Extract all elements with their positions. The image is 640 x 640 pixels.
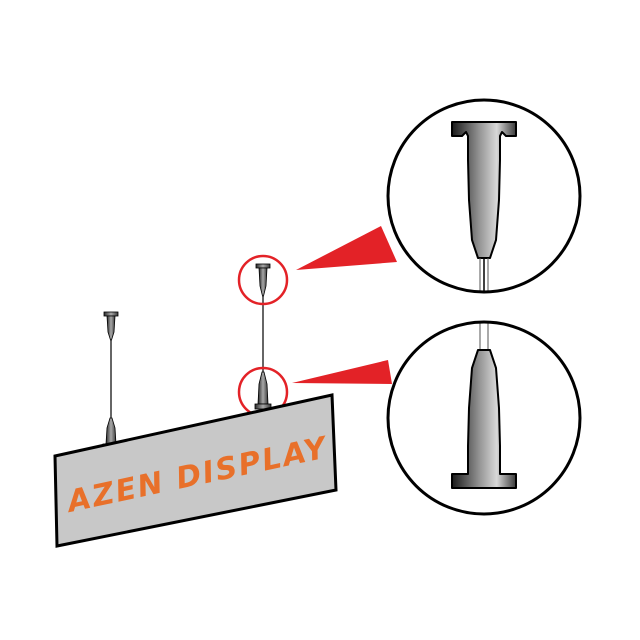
right-ceiling-gripper-icon [255, 263, 271, 297]
callout-beam-bottom [292, 360, 392, 384]
left-ceiling-gripper-icon [103, 311, 119, 341]
zoom-lens-top [386, 98, 582, 294]
left-cable-assembly [102, 311, 120, 449]
highlight-circle-top [237, 254, 289, 306]
right-sign-gripper-icon [254, 371, 272, 410]
sign-panel: AZEN DISPLAY [53, 393, 338, 548]
sign-gripper-icon [451, 322, 517, 489]
right-cable-assembly [254, 263, 272, 410]
zoom-lens-bottom [386, 320, 582, 516]
callout-beam-top [296, 226, 397, 270]
